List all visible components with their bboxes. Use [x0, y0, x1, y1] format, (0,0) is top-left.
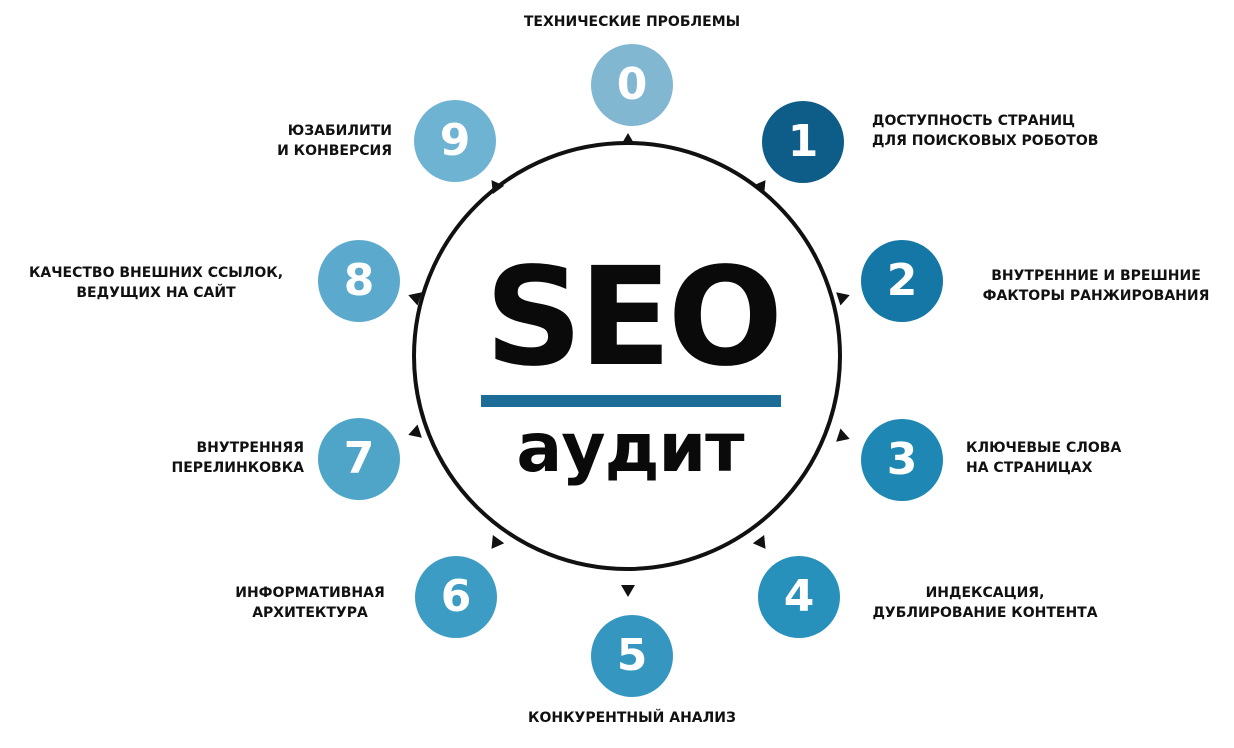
- node-6: 6: [415, 556, 497, 638]
- node-6-label-line-1: ИНФОРМАТИВНАЯ: [235, 585, 385, 601]
- node-2-label-line-1: ВНУТРЕННИЕ И ВРЕШНИЕ: [991, 268, 1201, 284]
- node-2-label-line-2: ФАКТОРЫ РАНЖИРОВАНИЯ: [982, 288, 1210, 304]
- node-2-number: 2: [886, 255, 918, 306]
- node-4: 4: [758, 556, 840, 638]
- node-1: 1: [762, 101, 844, 183]
- node-7-label-line-1: ВНУТРЕННЯЯ: [196, 440, 304, 456]
- node-0-number: 0: [616, 59, 648, 110]
- node-1-label-line-1: ДОСТУПНОСТЬ СТРАНИЦ: [872, 113, 1076, 129]
- node-8-label: КАЧЕСТВО ВНЕШНИХ ССЫЛОК, ВЕДУЩИХ НА САЙТ: [6, 263, 306, 303]
- center-title: SEO: [484, 239, 783, 397]
- node-9-number: 9: [439, 115, 471, 166]
- node-5-number: 5: [616, 630, 648, 681]
- node-5-label: КОНКУРЕНТНЫЙ АНАЛИЗ: [497, 708, 767, 728]
- center-subtitle: аудит: [516, 409, 744, 488]
- node-8: 8: [318, 240, 400, 322]
- node-2-label: ВНУТРЕННИЕ И ВРЕШНИЕ ФАКТОРЫ РАНЖИРОВАНИ…: [962, 266, 1230, 306]
- node-9-label: ЮЗАБИЛИТИ И КОНВЕРСИЯ: [160, 121, 392, 161]
- circle-arrow-5: [621, 585, 635, 597]
- central-circle: [412, 141, 842, 571]
- circle-arrow-4: [752, 535, 772, 553]
- node-1-label: ДОСТУПНОСТЬ СТРАНИЦ ДЛЯ ПОИСКОВЫХ РОБОТО…: [872, 111, 1142, 151]
- node-3-label-line-1: КЛЮЧЕВЫЕ СЛОВА: [966, 440, 1122, 456]
- node-2: 2: [861, 240, 943, 322]
- node-6-number: 6: [440, 571, 472, 622]
- node-4-number: 4: [783, 571, 815, 622]
- node-4-label-line-1: ИНДЕКСАЦИЯ,: [925, 585, 1045, 601]
- node-4-label-line-2: ДУБЛИРОВАНИЕ КОНТЕНТА: [872, 605, 1098, 621]
- node-0: 0: [591, 44, 673, 126]
- node-8-label-line-1: КАЧЕСТВО ВНЕШНИХ ССЫЛОК,: [28, 265, 284, 281]
- node-9-label-line-1: ЮЗАБИЛИТИ: [287, 123, 392, 139]
- node-7-label-line-2: ПЕРЕЛИНКОВКА: [171, 460, 304, 476]
- node-0-label: ТЕХНИЧЕСКИЕ ПРОБЛЕМЫ: [497, 12, 767, 32]
- node-1-label-line-2: ДЛЯ ПОИСКОВЫХ РОБОТОВ: [872, 133, 1099, 149]
- node-3-label: КЛЮЧЕВЫЕ СЛОВА НА СТРАНИЦАХ: [966, 438, 1206, 478]
- node-5: 5: [591, 615, 673, 697]
- node-7: 7: [318, 418, 400, 500]
- node-3: 3: [861, 419, 943, 501]
- node-6-label-line-2: АРХИТЕКТУРА: [252, 605, 368, 621]
- node-7-label: ВНУТРЕННЯЯ ПЕРЕЛИНКОВКА: [60, 438, 304, 478]
- center-underline: [481, 395, 781, 407]
- node-7-number: 7: [343, 433, 375, 484]
- node-4-label: ИНДЕКСАЦИЯ, ДУБЛИРОВАНИЕ КОНТЕНТА: [850, 583, 1120, 623]
- node-0-label-line-1: ТЕХНИЧЕСКИЕ ПРОБЛЕМЫ: [523, 14, 741, 30]
- node-1-number: 1: [787, 116, 819, 167]
- node-9: 9: [414, 100, 496, 182]
- circle-arrow-6: [485, 535, 505, 553]
- node-8-number: 8: [343, 255, 375, 306]
- node-8-label-line-2: ВЕДУЩИХ НА САЙТ: [76, 285, 236, 301]
- node-5-label-line-1: КОНКУРЕНТНЫЙ АНАЛИЗ: [528, 710, 736, 726]
- circle-arrow-0: [621, 133, 635, 145]
- node-3-number: 3: [886, 434, 918, 485]
- node-6-label: ИНФОРМАТИВНАЯ АРХИТЕКТУРА: [200, 583, 420, 623]
- node-9-label-line-2: И КОНВЕРСИЯ: [277, 143, 392, 159]
- node-3-label-line-2: НА СТРАНИЦАХ: [966, 460, 1093, 476]
